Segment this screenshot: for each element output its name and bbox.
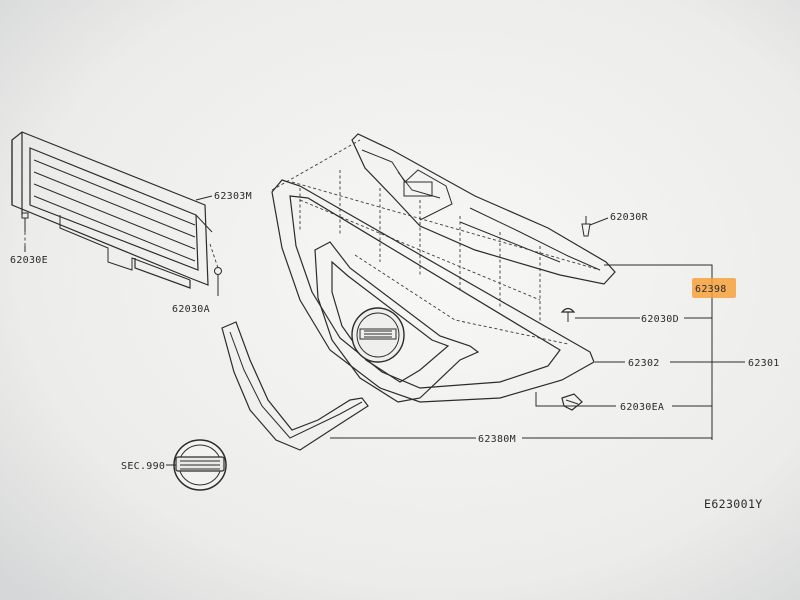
label-62030EA: 62030EA (620, 402, 664, 413)
clip-62030A-part (209, 243, 222, 288)
label-62030E: 62030E (10, 255, 48, 266)
grille-62302-part (271, 179, 595, 403)
leader-lines (24, 195, 745, 466)
label-62301: 62301 (748, 358, 780, 369)
grille-emblem-part (351, 307, 405, 363)
clip-62030E-part (21, 212, 29, 246)
fastener-dash-lines (271, 139, 601, 345)
label-62380M: 62380M (478, 434, 516, 445)
emblem-sec990-part (173, 439, 227, 491)
label-62030D: 62030D (641, 314, 679, 325)
diagram-code: E623001Y (704, 497, 763, 511)
clip-62030R-part (581, 216, 591, 237)
grille-frame-62301-part (314, 241, 480, 403)
label-62030A: 62030A (172, 304, 210, 315)
chrome-trim-62380M-part (221, 321, 369, 451)
label-sec990: SEC.990 (121, 461, 165, 472)
air-guide-62303M-part (11, 131, 213, 289)
highlight-62398 (692, 278, 736, 298)
label-62398: 62398 (695, 284, 727, 295)
clip-62030D-part (560, 307, 576, 322)
label-62302: 62302 (628, 358, 660, 369)
label-62030R: 62030R (610, 212, 649, 223)
label-62303M: 62303M (214, 191, 252, 202)
